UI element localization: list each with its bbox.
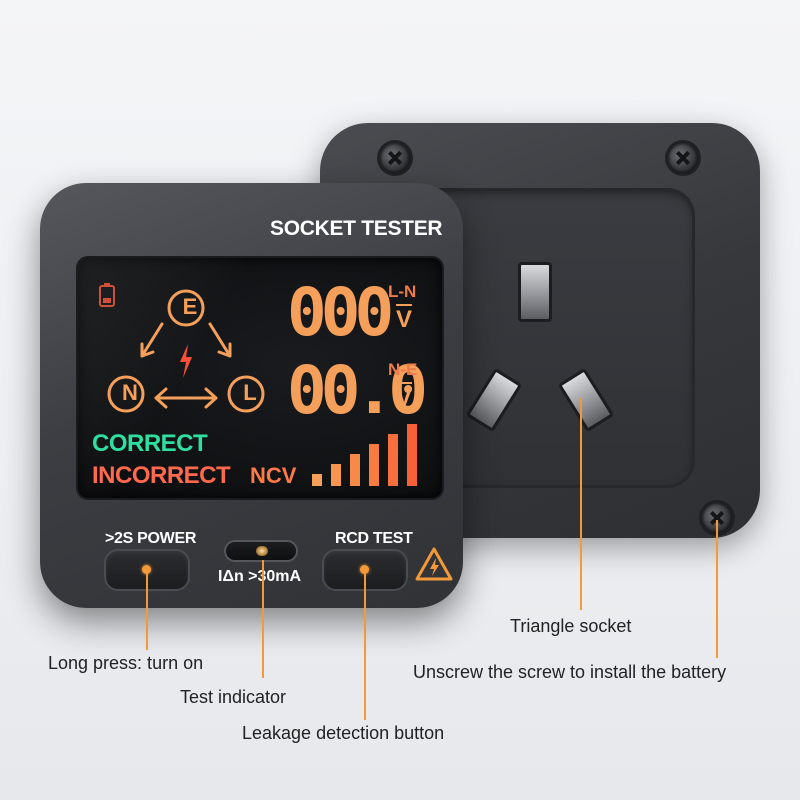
power-callout-line [146, 568, 148, 650]
rcd-button-label: RCD TEST [335, 530, 413, 547]
test-indicator-led [226, 542, 296, 560]
wiring-diagram [107, 289, 265, 413]
indicator-callout-line [262, 560, 264, 678]
ncv-signal-meter [312, 424, 428, 486]
ncv-bar [312, 474, 322, 486]
warning-icon [415, 547, 453, 581]
leakage-callout-line [364, 568, 366, 720]
ncv-bar [407, 424, 417, 486]
ne-unit: V [396, 384, 413, 411]
lightning-icon [180, 344, 192, 378]
ln-unit: V [396, 306, 413, 333]
ncv-bar [388, 434, 398, 486]
ncv-bar [350, 454, 360, 486]
indicator-callout: Test indicator [180, 687, 287, 707]
socket-slot-top [518, 262, 552, 322]
ln-label: L-N [388, 282, 417, 301]
device-title: SOCKET TESTER [270, 217, 443, 240]
status-incorrect: INCORRECT [92, 462, 231, 489]
socket-callout-line [580, 398, 582, 610]
socket-callout: Triangle socket [510, 616, 632, 636]
screw-icon [668, 143, 698, 173]
screw-callout: Unscrew the screw to install the battery [413, 662, 727, 682]
screw-callout-line [716, 520, 718, 658]
terminal-n: N [122, 380, 138, 405]
ncv-label: NCV [250, 463, 297, 488]
status-correct: CORRECT [92, 430, 208, 457]
power-callout: Long press: turn on [48, 653, 204, 673]
ncv-bar [331, 464, 341, 486]
lcd-display [78, 258, 442, 498]
ne-voltage-readout: 00.0 [287, 352, 428, 429]
terminal-l: L [243, 380, 257, 405]
leakage-rating: IΔn >30mA [218, 568, 302, 585]
power-button-label: >2S POWER [105, 530, 197, 547]
ne-label: N-E [388, 360, 418, 379]
ncv-bar [369, 444, 379, 486]
battery-icon [99, 283, 115, 307]
ln-voltage-readout: 000 [287, 274, 394, 351]
screw-icon [380, 143, 410, 173]
leakage-callout: Leakage detection button [242, 723, 445, 743]
terminal-e: E [182, 294, 198, 319]
